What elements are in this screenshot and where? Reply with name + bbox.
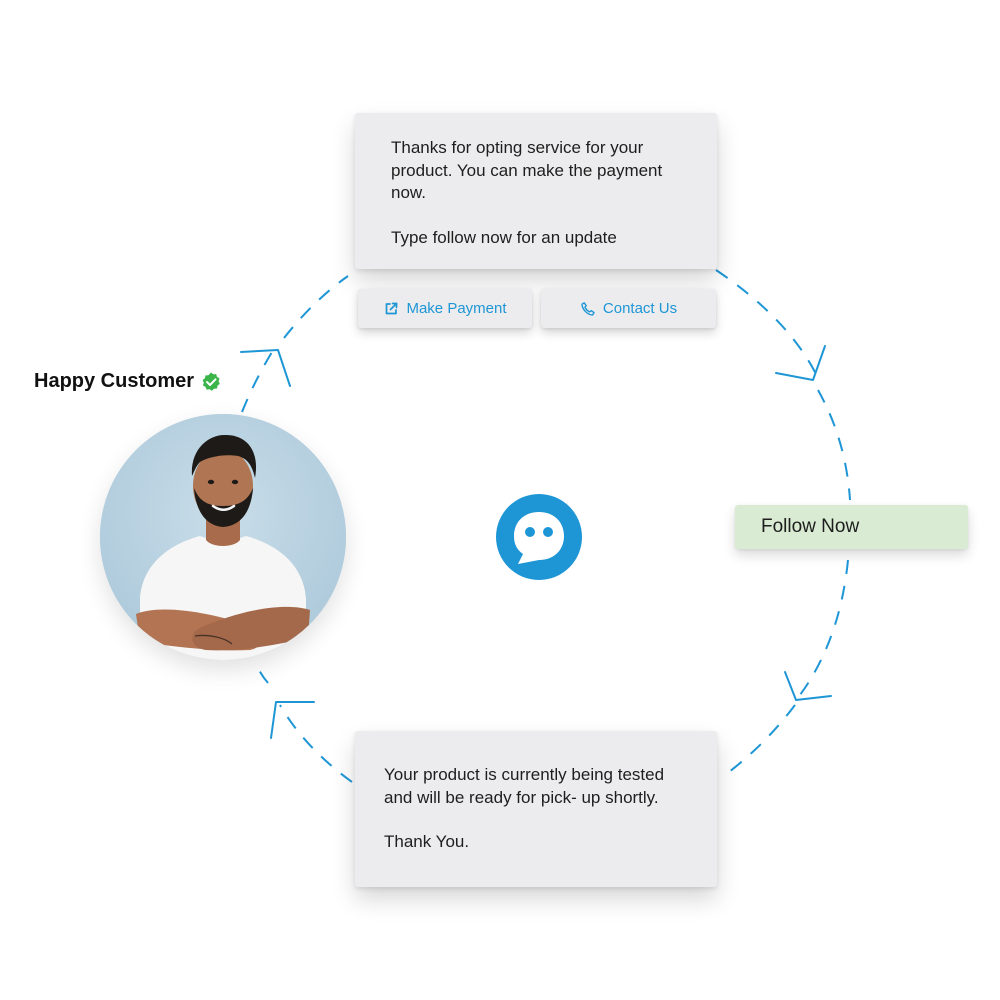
status-message-text: Your product is currently being tested a… [384,765,665,851]
flow-arc-bottom-left [279,704,353,783]
arrow-head-top-right [775,345,826,381]
flow-arc-bottom-right [724,704,796,776]
chat-bubble-face-icon [496,494,582,580]
arrow-head-bottom-left [270,701,315,739]
customer-photo [100,414,346,660]
arrow-head-top-left [240,349,291,387]
contact-us-label: Contact Us [602,300,678,317]
flow-arc-top-right [715,269,819,379]
external-link-icon [386,302,398,314]
contact-us-button[interactable]: Contact Us [541,289,716,328]
make-payment-label: Make Payment [406,300,507,317]
customer-label: Happy Customer [34,370,222,393]
flow-arc-left-upper [241,351,273,413]
status-message-card: Your product is currently being tested a… [355,731,717,887]
flow-arc-top-left [283,275,349,339]
follow-now-button[interactable]: Follow Now [735,505,968,549]
arrow-head-bottom-right [784,671,832,701]
flow-arc-left-lower [257,667,269,684]
customer-avatar [100,414,346,660]
follow-now-label: Follow Now [761,516,860,537]
make-payment-button[interactable]: Make Payment [358,289,532,328]
flow-arc-right-upper [817,389,851,501]
payment-message-card: Thanks for opting service for your produ… [355,113,717,269]
customer-name: Happy Customer [34,370,195,392]
phone-icon [581,301,595,316]
flow-arc-right-lower [799,559,849,696]
check-badge-icon [202,372,220,391]
payment-message-text: Thanks for opting service for your produ… [391,138,663,247]
